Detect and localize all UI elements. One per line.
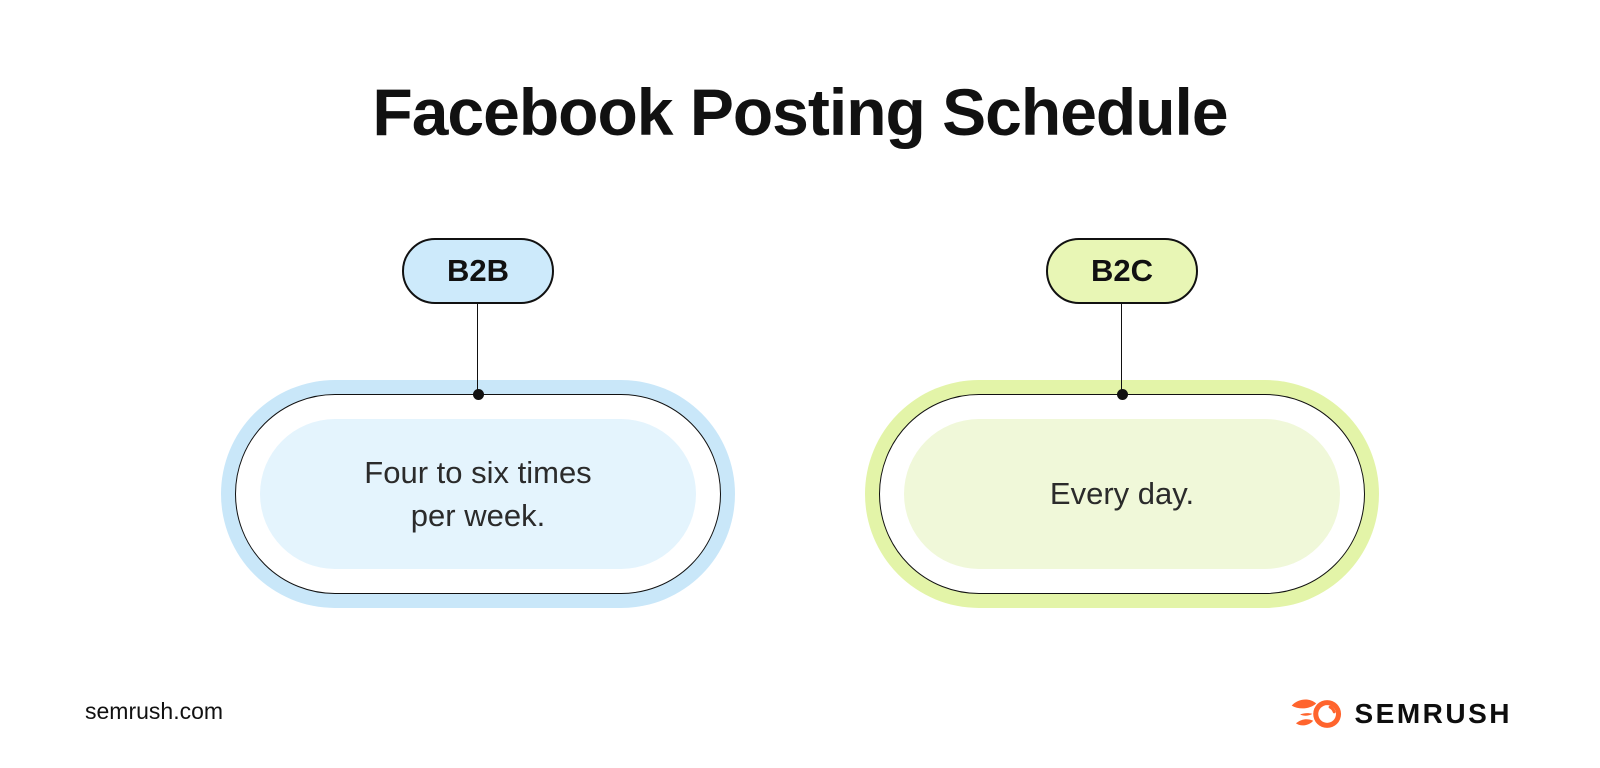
brand-logo: SEMRUSH — [1290, 694, 1512, 734]
b2c-schedule-box: Every day. — [865, 380, 1379, 608]
b2c-group: B2C Every day. — [865, 234, 1379, 610]
b2b-schedule-text: Four to six times per week. — [221, 380, 735, 608]
b2b-group: B2B Four to six times per week. — [221, 234, 735, 610]
brand-wordmark: SEMRUSH — [1354, 698, 1512, 729]
b2c-connector-line — [1121, 304, 1122, 394]
semrush-flame-icon — [1292, 699, 1342, 728]
b2b-junction-dot — [472, 389, 484, 400]
b2c-schedule-line1: Every day. — [1049, 476, 1195, 512]
b2b-schedule-box: Four to six times per week. — [221, 380, 735, 608]
b2c-label: B2C — [1090, 253, 1153, 288]
b2c-label-pill: B2C — [1046, 238, 1198, 304]
site-url: semrush.com — [85, 698, 224, 724]
b2b-label: B2B — [446, 253, 509, 288]
b2c-junction-dot — [1116, 389, 1128, 400]
b2b-schedule-line1: Four to six times — [364, 454, 592, 490]
b2c-box-fill — [904, 419, 1340, 569]
b2b-schedule-line2: per week. — [410, 498, 546, 533]
b2b-box-fill — [260, 419, 696, 569]
b2c-schedule-text: Every day. — [865, 380, 1379, 608]
b2b-label-pill: B2B — [402, 238, 554, 304]
b2b-connector-line — [477, 304, 478, 394]
page-title: Facebook Posting Schedule — [372, 75, 1228, 149]
